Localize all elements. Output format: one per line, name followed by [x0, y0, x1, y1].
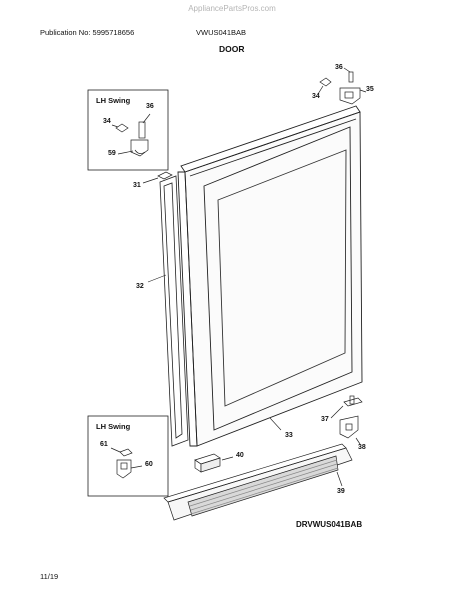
page-date: 11/19 [40, 572, 59, 581]
callout-33: 33 [285, 432, 293, 439]
callout-36: 36 [335, 64, 343, 71]
publication-number: Publication No: 5995718656 [40, 28, 135, 37]
callout-32: 32 [136, 283, 144, 290]
inset-bottom-hinge-part [110, 447, 143, 479]
callout-inset-61: 61 [100, 441, 108, 448]
watermark-text: AppliancePartsPros.com [188, 4, 276, 13]
section-title: DOOR [219, 44, 245, 54]
lh-swing-inset-top [87, 89, 169, 171]
callout-40: 40 [236, 452, 244, 459]
callout-39: 39 [337, 488, 345, 495]
door-gasket [159, 175, 189, 447]
callout-inset-36: 36 [146, 103, 154, 110]
callout-31: 31 [133, 182, 141, 189]
callout-inset-59: 59 [108, 150, 116, 157]
bottom-hinge-assembly [330, 395, 363, 445]
drawing-code: DRVWUS041BAB [296, 520, 363, 529]
callout-38: 38 [358, 444, 366, 451]
inset-top-title: LH Swing [96, 96, 131, 105]
callout-37: 37 [321, 416, 329, 423]
callout-35: 35 [366, 86, 374, 93]
door-panel [177, 105, 363, 447]
callout-inset-60: 60 [145, 461, 153, 468]
callout-34: 34 [312, 93, 320, 100]
inset-bottom-title: LH Swing [96, 422, 131, 431]
top-hinge-assembly [317, 67, 367, 105]
lh-swing-inset-bottom [87, 415, 169, 497]
callout-inset-34: 34 [103, 118, 111, 125]
part-31-clip [142, 171, 173, 184]
part-40-block [194, 453, 234, 473]
inset-top-hinge-part [111, 113, 151, 157]
kick-plate-grille [163, 443, 353, 521]
model-number: VWUS041BAB [196, 28, 247, 37]
